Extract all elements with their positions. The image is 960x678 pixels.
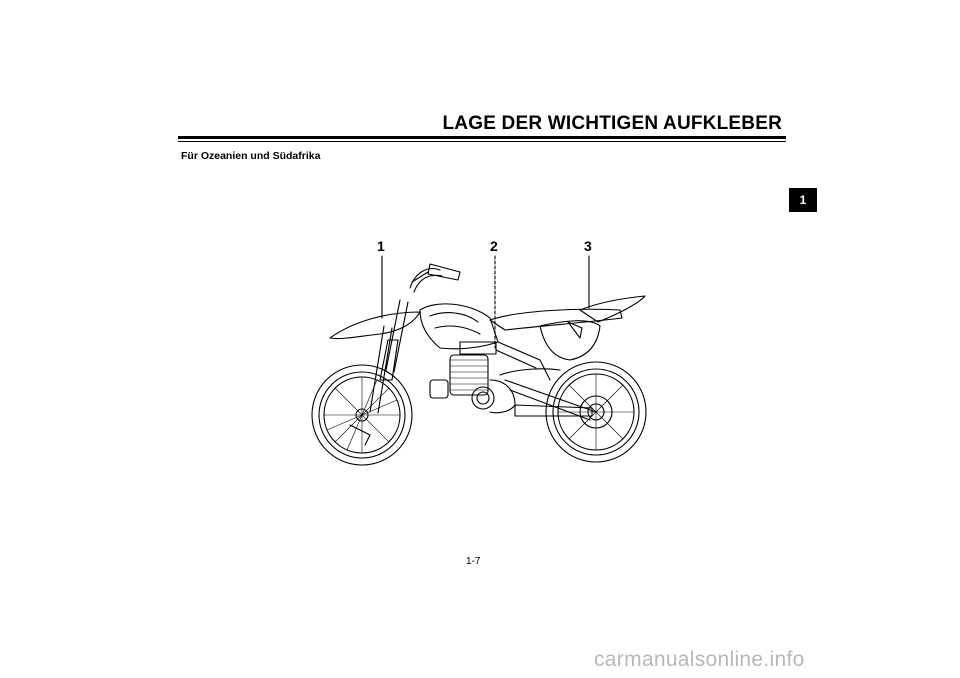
section-subtitle: Für Ozeanien und Südafrika xyxy=(181,150,321,162)
page-number: 1-7 xyxy=(466,556,481,567)
front-fork xyxy=(369,299,409,414)
front-fender xyxy=(329,311,421,340)
handlebar xyxy=(409,263,461,293)
seat xyxy=(489,308,623,331)
rear-fender xyxy=(579,295,646,323)
title-rule-thin xyxy=(178,141,786,142)
callout-2: 2 xyxy=(490,238,498,254)
fuel-tank xyxy=(419,303,499,350)
callout-1: 1 xyxy=(377,238,385,254)
callout-3: 3 xyxy=(584,238,592,254)
title-rule-thick xyxy=(178,136,786,139)
frame xyxy=(495,341,597,421)
motorcycle-illustration xyxy=(311,255,647,466)
side-cover xyxy=(539,320,601,361)
exhaust xyxy=(499,368,561,376)
swingarm xyxy=(514,404,593,417)
chapter-tab: 1 xyxy=(789,188,817,212)
page-title: LAGE DER WICHTIGEN AUFKLEBER xyxy=(442,113,782,134)
watermark: carmanualsonline.info xyxy=(594,648,805,671)
front-wheel xyxy=(311,364,413,466)
